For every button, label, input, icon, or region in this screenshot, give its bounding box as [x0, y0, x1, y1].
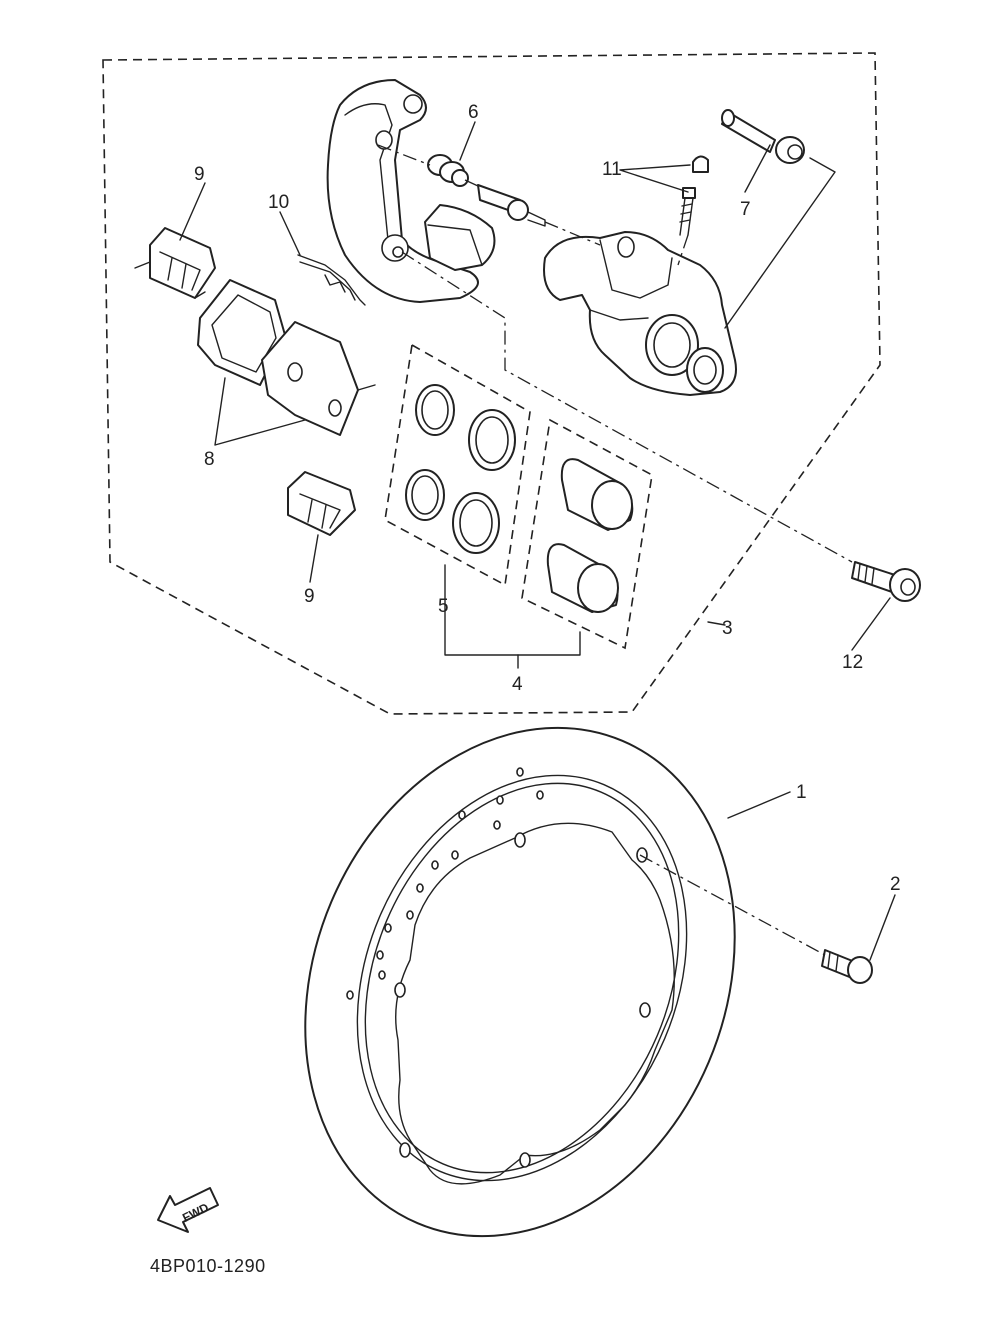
caliper-assembly-boundary	[102, 52, 881, 715]
pad-shim-lower	[287, 471, 356, 536]
disc-bolt	[821, 949, 873, 984]
bleed-screw	[679, 155, 709, 236]
callout-10: 10	[268, 192, 289, 213]
callout-1: 1	[796, 782, 807, 803]
callout-2: 2	[890, 874, 901, 895]
leader-lines	[179, 121, 896, 961]
callout-11: 11	[602, 159, 622, 180]
caliper-body	[543, 231, 737, 396]
pin-boot	[427, 154, 469, 187]
guide-bolt	[721, 109, 805, 164]
callout-3: 3	[722, 618, 733, 639]
callout-6: 6	[468, 102, 479, 123]
brake-pads	[197, 279, 376, 436]
callout-4: 4	[512, 674, 523, 695]
callout-8: 8	[204, 449, 215, 470]
mounting-bolt	[851, 561, 921, 602]
brake-disc	[304, 726, 736, 1238]
disc-drill-holes	[346, 767, 544, 1000]
slide-pin	[477, 184, 546, 227]
pad-shim-upper	[134, 227, 216, 299]
fwd-arrow: FWD	[157, 1187, 219, 1233]
seal-kit	[384, 343, 531, 587]
assembly-lines	[377, 144, 853, 956]
pad-spring	[297, 254, 366, 306]
caliper-bracket	[326, 79, 496, 303]
piston-set	[521, 418, 653, 650]
callout-5: 5	[438, 596, 449, 617]
callout-9-upper: 9	[194, 164, 205, 185]
callout-7: 7	[740, 199, 751, 220]
callout-12: 12	[842, 652, 863, 673]
callout-9-lower: 9	[304, 586, 315, 607]
diagram-code: 4BP010-1290	[150, 1256, 266, 1276]
